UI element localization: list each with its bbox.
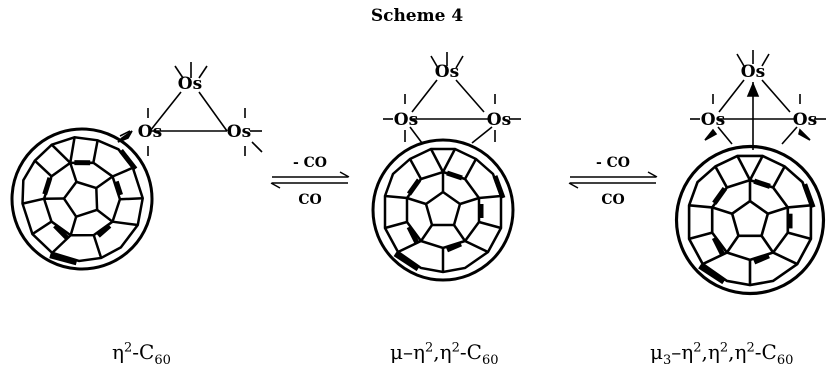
- os-atom-2a: Os: [435, 62, 459, 82]
- arrow-1-bottom-label: CO: [298, 192, 321, 208]
- arrow-2-top-label: - CO: [596, 155, 630, 171]
- os-atom-3b: Os: [701, 110, 725, 130]
- scheme-title: Scheme 4: [370, 6, 464, 26]
- os-atom-2b: Os: [394, 110, 418, 130]
- os-atom-2c: Os: [487, 110, 511, 130]
- equilibrium-arrow-1: [270, 171, 350, 189]
- label-mu-eta2-eta2-c60: μ–η2,η2-C60: [390, 340, 499, 368]
- equilibrium-arrow-2: [568, 171, 658, 189]
- os-atom-1a: Os: [178, 74, 202, 94]
- arrow-2-bottom-label: CO: [601, 192, 624, 208]
- os3-cluster-1: [117, 62, 263, 156]
- label-mu3-eta2-eta2-eta2-c60: μ3–η2,η2,η2-C60: [650, 340, 794, 368]
- os3-cluster-2: [383, 52, 521, 144]
- arrow-1-top-label: - CO: [293, 155, 327, 171]
- fullerene-cage-3: [677, 147, 824, 294]
- os-atom-3c: Os: [793, 110, 817, 130]
- os3-cluster-3: [690, 50, 826, 150]
- os-atom-1b: Os: [138, 122, 162, 142]
- os-atom-3a: Os: [741, 62, 765, 82]
- label-eta2-c60: η2-C60: [112, 340, 171, 368]
- os-atom-1c: Os: [227, 122, 251, 142]
- fullerene-cage-2: [373, 140, 513, 280]
